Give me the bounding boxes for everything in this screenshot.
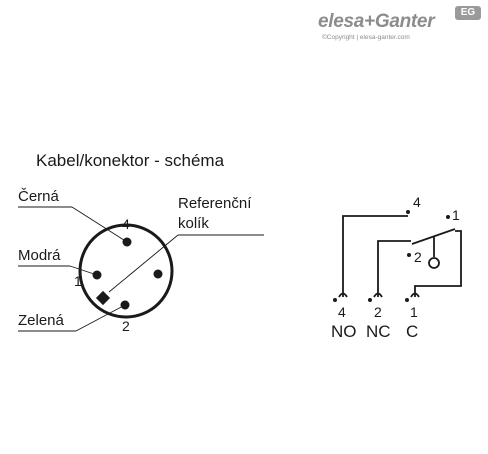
leader-green [75,304,126,332]
connector-face [78,223,174,319]
terminal-pin-nc: 2 [374,304,382,320]
roller [428,257,440,269]
terminal-no-dot [333,298,337,302]
terminal-hook-no [338,292,348,298]
label-green: Zelená [18,312,65,329]
terminal-label-nc: NC [366,322,391,341]
contact-number-4: 4 [413,194,421,210]
leader-reference [108,234,179,293]
label-reference-line2: kolík [178,215,209,232]
reference-key [95,290,111,306]
terminal-c-dot [405,298,409,302]
brand-logo: elesa+Ganter EG ©Copyright | elesa-gante… [318,6,484,46]
wire-nc [377,240,411,297]
label-black: Černá [18,188,60,205]
contact-1-dot [446,215,450,219]
wire-c [414,230,462,297]
switch-wiring [338,215,462,298]
terminal-hook-nc [373,292,383,298]
contact-2-dot [407,253,411,257]
wire-no [342,215,408,297]
leader-black [71,206,128,243]
pin-number-1: 1 [74,273,82,289]
terminal-label-c: C [406,322,418,341]
terminal-pin-no: 4 [338,304,346,320]
terminal-label-no: NO [331,322,357,341]
contact-4-dot [406,210,410,214]
pin-number-2: 2 [122,318,130,334]
connector-title: Kabel/konektor - schéma [36,151,225,170]
terminal-hook-c [410,292,420,298]
brand-copyright: ©Copyright | elesa-ganter.com [322,34,410,41]
contact-number-2: 2 [414,249,422,265]
contact-number-1: 1 [452,207,460,223]
brand-badge: EG [455,6,481,20]
label-blue: Modrá [18,247,61,264]
terminal-nc-dot [368,298,372,302]
brand-name: elesa+Ganter [318,11,435,32]
terminal-pin-c: 1 [410,304,418,320]
label-reference: Referenční [178,195,252,212]
pin-number-4: 4 [122,216,130,232]
leader-blue [69,265,98,276]
pin-3-dot [153,269,163,279]
